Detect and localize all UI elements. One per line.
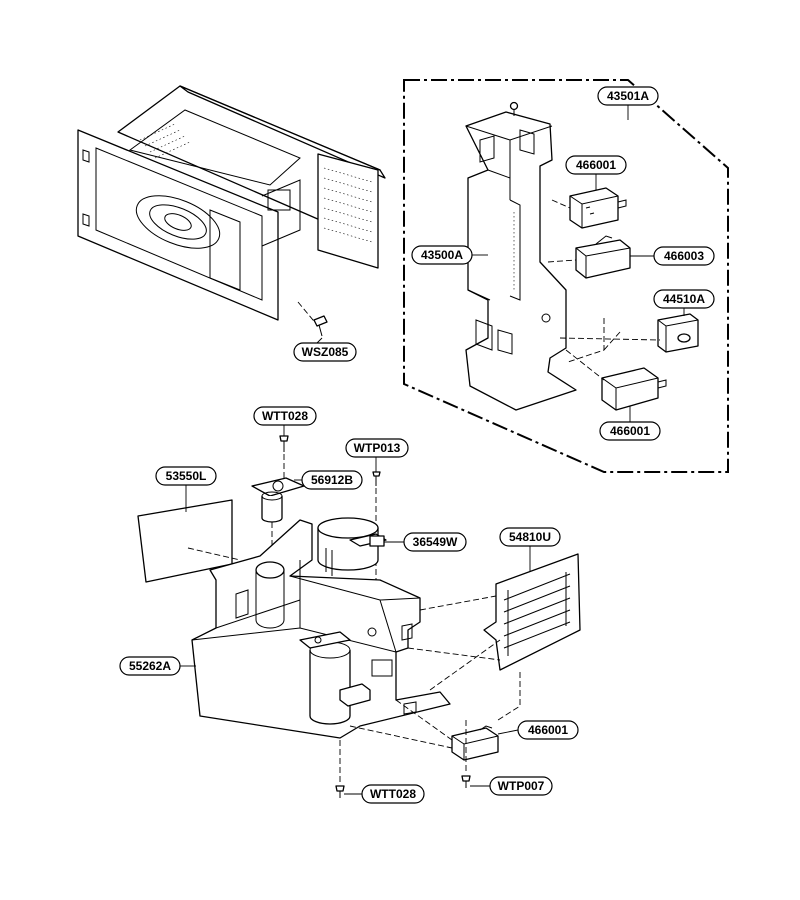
- microwave-cabinet: [77, 85, 386, 321]
- label-wsz085: WSZ085: [302, 345, 349, 359]
- lever-44510a: [657, 313, 699, 353]
- micro-switch-466001-bottom: [451, 725, 499, 761]
- label-pill-43500a: [411, 245, 473, 265]
- micro-switch-466001-top: [569, 187, 627, 229]
- label-466003: 466003: [664, 249, 704, 263]
- label-pill-wtp013: [345, 438, 409, 458]
- label-43500a: 43500A: [421, 248, 463, 262]
- screw-wtt028-bottom: [335, 740, 345, 798]
- label-43501a: 43501A: [607, 89, 649, 103]
- label-56912b: 56912B: [311, 473, 353, 487]
- label-54810u: 54810U: [509, 530, 551, 544]
- micro-switch-466003: [575, 235, 631, 279]
- assembly-outline-43501a: [403, 79, 729, 473]
- label-pill-56912b: [301, 470, 363, 490]
- label-pill-wtt028-bottom: [361, 784, 425, 804]
- label-wtt028-bottom: WTT028: [370, 787, 416, 801]
- label-pill-54810u: [499, 527, 561, 547]
- label-pill-466003: [653, 246, 715, 266]
- screw-wtp007: [461, 720, 471, 788]
- label-466001-mid: 466001: [610, 424, 650, 438]
- label-pill-wtt028-top: [253, 406, 317, 426]
- thermostat-56912b: [251, 477, 305, 560]
- label-44510a: 44510A: [663, 292, 705, 306]
- label-466001-bottom: 466001: [528, 723, 568, 737]
- screw-wsz085: [297, 301, 328, 347]
- label-pill-466001-top: [565, 155, 627, 175]
- screw-wtt028-top: [279, 435, 289, 478]
- latch-bracket-43500a: [465, 101, 577, 411]
- label-pill-wtp007: [489, 776, 553, 796]
- bracket-55262a: [191, 519, 451, 739]
- label-55262a: 55262A: [129, 659, 171, 673]
- label-pill-36549w: [403, 532, 467, 552]
- label-pill-466001-bottom: [517, 720, 579, 740]
- label-pill-wsz085: [293, 342, 357, 362]
- frame-guide-lines: [547, 199, 661, 381]
- cover-plate-54810u: [483, 553, 581, 671]
- label-pill-466001-mid: [599, 421, 661, 441]
- fan-motor-36549w: [317, 517, 387, 576]
- label-wtt028-top: WTT028: [262, 409, 308, 423]
- assembly-guide-lines: [187, 547, 521, 749]
- label-pill-44510a: [653, 289, 715, 309]
- micro-switch-466001-mid: [601, 367, 667, 411]
- label-wtp013: WTP013: [354, 441, 401, 455]
- label-36549w: 36549W: [413, 535, 458, 549]
- label-wtp007: WTP007: [498, 779, 545, 793]
- label-466001-top: 466001: [576, 158, 616, 172]
- label-pill-55262a: [119, 656, 181, 676]
- label-53550l: 53550L: [166, 469, 207, 483]
- label-pill-43501a: [597, 86, 659, 106]
- label-pill-53550l: [155, 466, 217, 486]
